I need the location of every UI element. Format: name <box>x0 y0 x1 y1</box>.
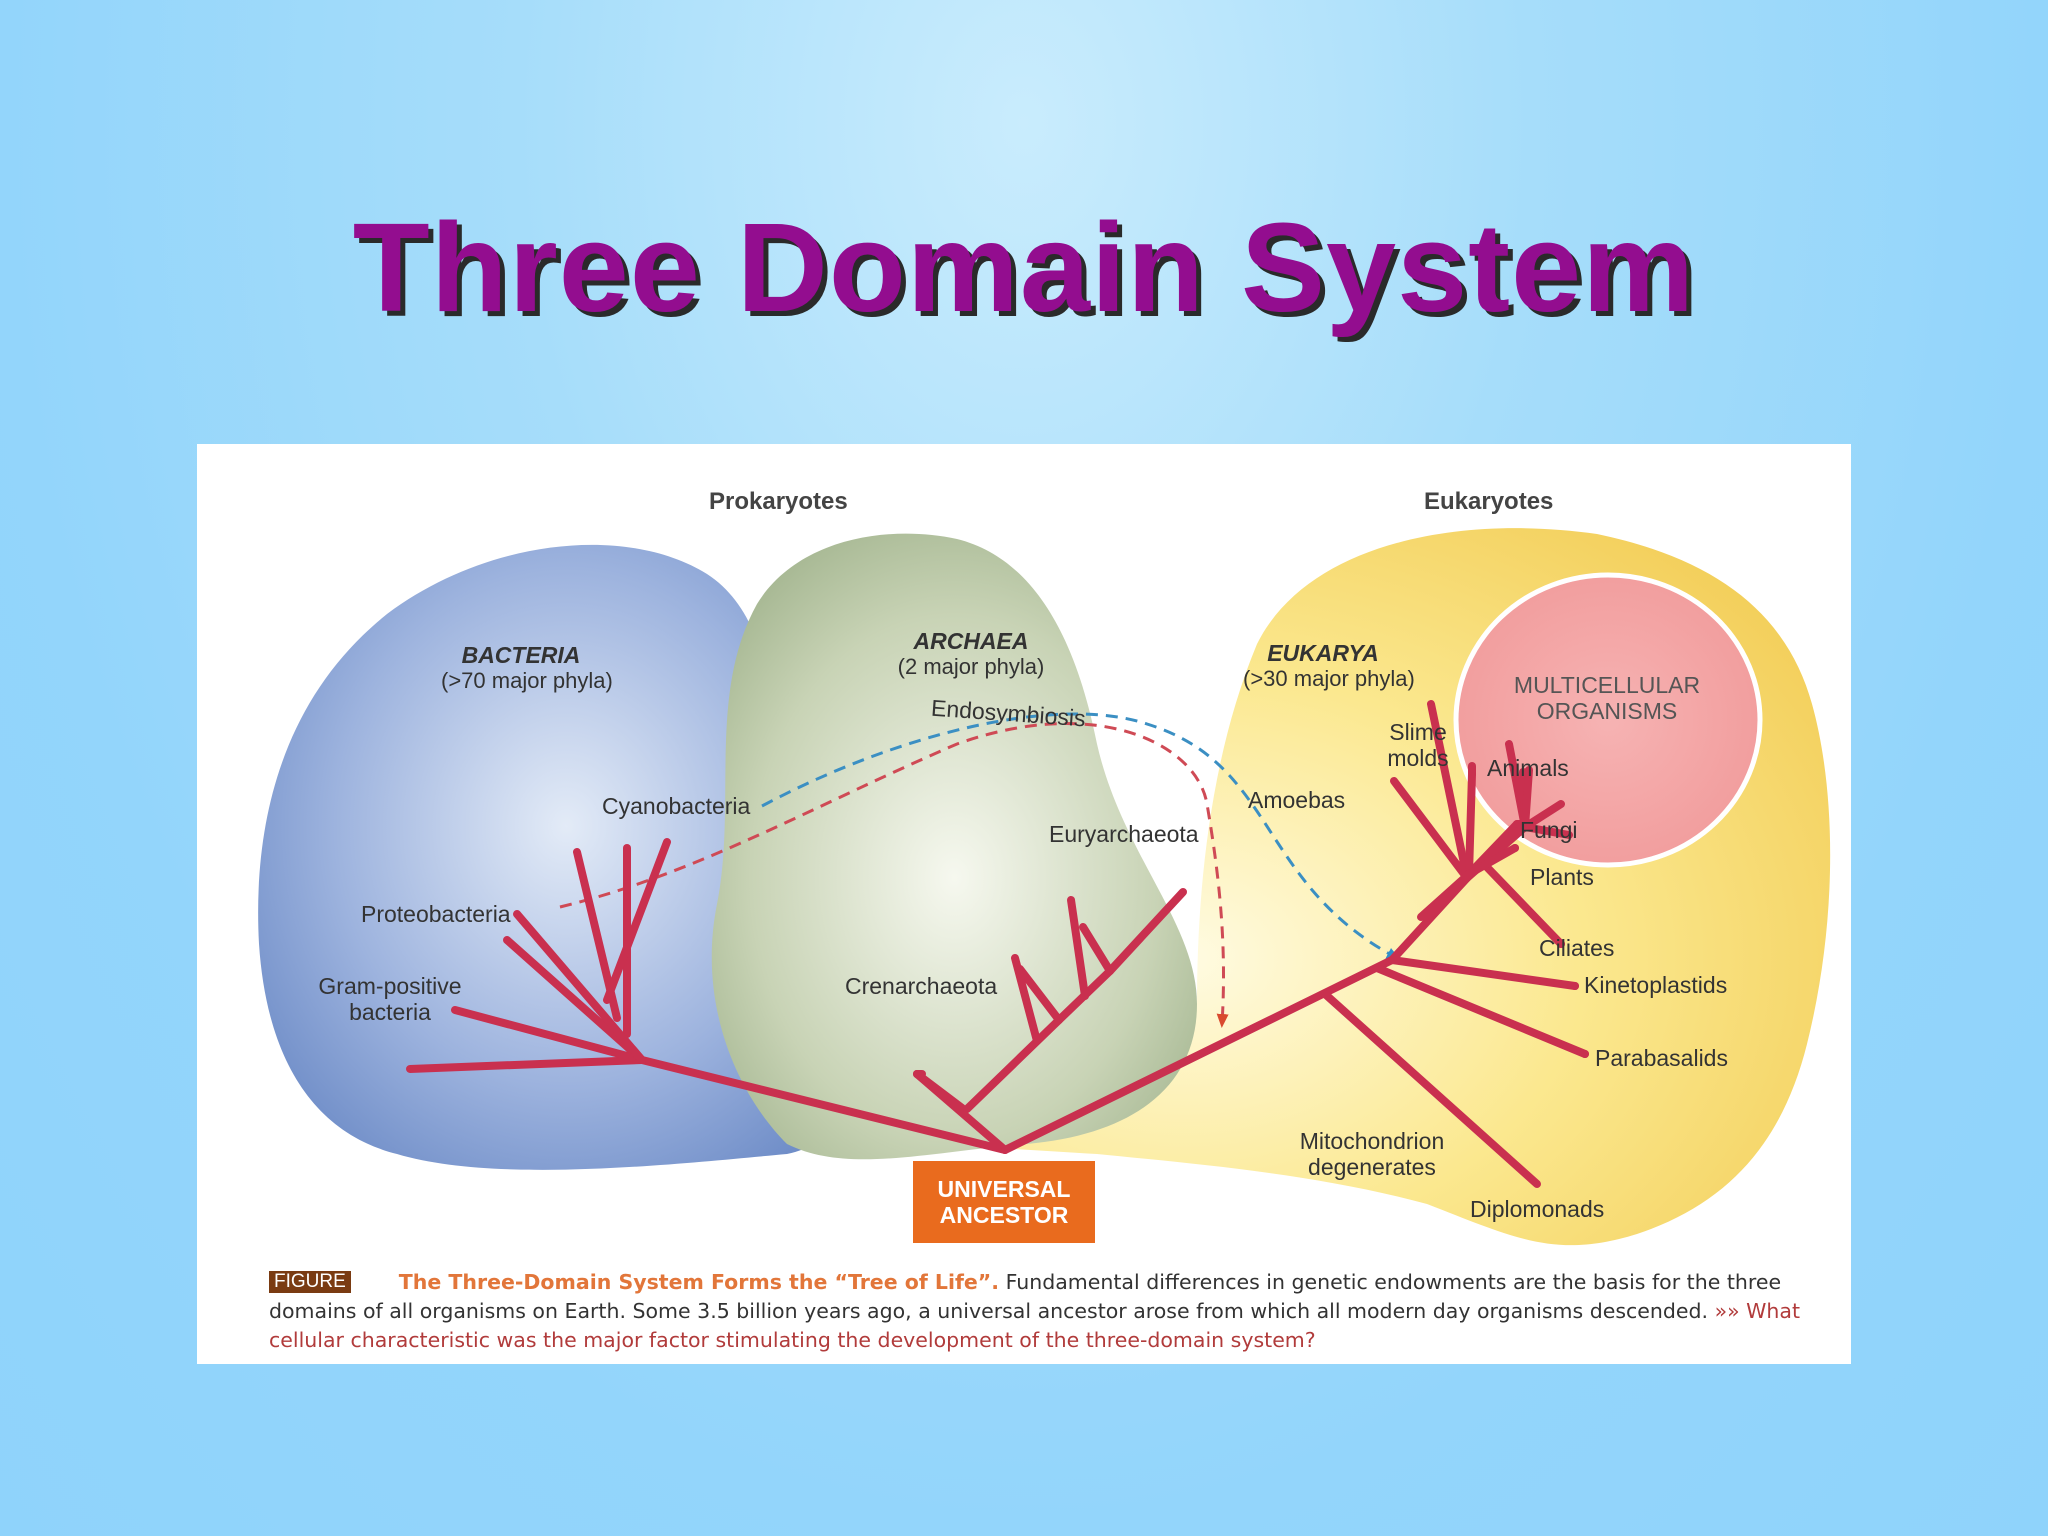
eukarya-count: (>30 major phyla) <box>1243 666 1415 692</box>
figure-caption: FIGURE The Three-Domain System Forms the … <box>269 1268 1809 1355</box>
figure-badge: FIGURE <box>269 1271 351 1293</box>
tree-diagram-svg <box>258 528 1831 1246</box>
bacteria-count: (>70 major phyla) <box>441 668 613 694</box>
proteobacteria-label: Proteobacteria <box>361 901 511 927</box>
endosymbiosis-red-path <box>559 722 1229 1028</box>
slime-line2: molds <box>1387 745 1449 772</box>
multicellular-line2: ORGANISMS <box>1536 698 1678 725</box>
slide-title: Three Domain System <box>352 197 1696 338</box>
gram-positive-label: Gram-positive bacteria <box>305 973 475 1026</box>
bacteria-domain-label: BACTERIA (>70 major phyla) <box>441 642 613 694</box>
parabasalids-label: Parabasalids <box>1595 1045 1728 1071</box>
kinetoplastids-label: Kinetoplastids <box>1584 972 1728 998</box>
eukaryotes-header: Eukaryotes <box>1424 488 1554 515</box>
cyanobacteria-label: Cyanobacteria <box>602 793 751 819</box>
eukarya-name: EUKARYA <box>1267 640 1379 666</box>
label-pointers <box>407 768 1589 1072</box>
prokaryotes-header: Prokaryotes <box>709 488 848 515</box>
archaea-count: (2 major phyla) <box>897 654 1045 680</box>
tree-branches <box>406 700 1589 1188</box>
eukarya-domain-label: EUKARYA (>30 major phyla) <box>1243 640 1415 692</box>
multicellular-region <box>1453 572 1763 868</box>
fungi-label: Fungi <box>1520 817 1578 843</box>
mito-line2: degenerates <box>1308 1154 1436 1181</box>
crenarchaeota-label: Crenarchaeota <box>845 973 998 999</box>
archaea-domain-label: ARCHAEA (2 major phyla) <box>891 628 1051 680</box>
slime-line1: Slime <box>1389 719 1447 745</box>
euryarchaeota-label: Euryarchaeota <box>1049 821 1199 847</box>
bacteria-name: BACTERIA <box>461 642 581 668</box>
multicellular-label: MULTICELLULAR ORGANISMS <box>1502 672 1712 725</box>
diplomonads-label: Diplomonads <box>1470 1196 1605 1222</box>
endosymbiosis-blue-path <box>761 712 1401 960</box>
caption-title: The Three-Domain System Forms the “Tree … <box>398 1270 1000 1294</box>
gram-positive-line1: Gram-positive <box>318 973 462 999</box>
tree-of-life-figure: Prokaryotes Eukaryotes BACTERIA (>70 maj… <box>197 444 1851 1364</box>
animals-label: Animals <box>1487 755 1569 781</box>
ciliates-label: Ciliates <box>1539 935 1615 961</box>
ancestor-line2: ANCESTOR <box>939 1202 1069 1228</box>
plants-label: Plants <box>1530 864 1594 890</box>
multicellular-line1: MULTICELLULAR <box>1513 672 1701 698</box>
mito-line1: Mitochondrion <box>1299 1128 1445 1154</box>
bacteria-region <box>258 544 819 1170</box>
slime-molds-label: Slime molds <box>1363 719 1473 772</box>
caption-body: Fundamental differences in genetic endow… <box>269 1270 1782 1323</box>
mitochondrion-label: Mitochondrion degenerates <box>1287 1128 1457 1181</box>
multicellular-branches <box>1417 762 1523 921</box>
caption-question: »» What cellular characteristic was the … <box>269 1299 1801 1352</box>
universal-ancestor-box: UNIVERSAL ANCESTOR <box>913 1161 1095 1243</box>
archaea-name: ARCHAEA <box>913 628 1029 654</box>
ancestor-line1: UNIVERSAL <box>937 1175 1071 1202</box>
amoebas-label: Amoebas <box>1248 787 1346 813</box>
gram-positive-line2: bacteria <box>349 999 431 1026</box>
